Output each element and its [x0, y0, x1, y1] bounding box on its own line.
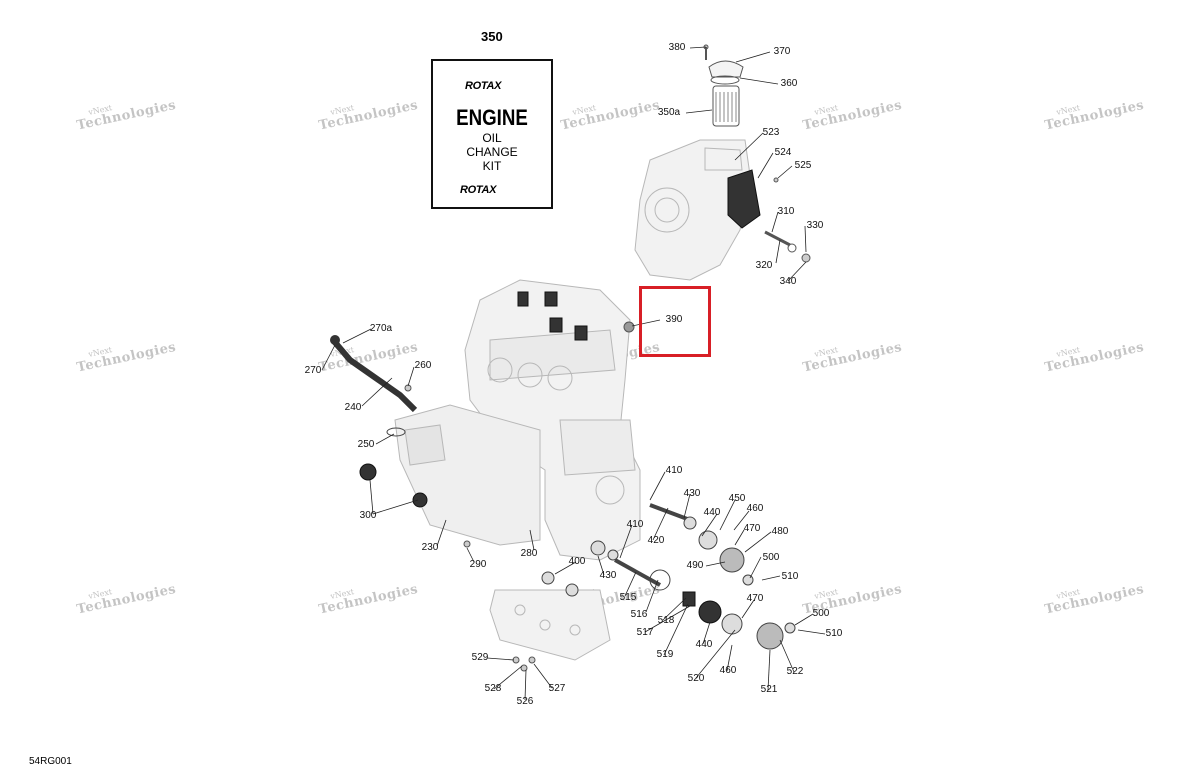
callout-240[interactable]: 240: [344, 402, 362, 413]
callout-480[interactable]: 480: [771, 526, 789, 537]
callout-450[interactable]: 450: [728, 493, 746, 504]
rotax-logo: ROTAX: [460, 184, 497, 196]
callout-529[interactable]: 529: [471, 652, 489, 663]
callout-523[interactable]: 523: [762, 127, 780, 138]
rotax-logo: ROTAX: [465, 80, 502, 92]
callout-516[interactable]: 516: [630, 609, 648, 620]
callout-300[interactable]: 300: [359, 510, 377, 521]
callout-430[interactable]: 430: [599, 570, 617, 581]
oil-change-kit-badge[interactable]: ROTAX ENGINE OIL CHANGE KIT ROTAX: [431, 59, 553, 209]
callout-410[interactable]: 410: [665, 465, 683, 476]
callout-320[interactable]: 320: [755, 260, 773, 271]
callout-524[interactable]: 524: [774, 147, 792, 158]
callout-520[interactable]: 520: [687, 673, 705, 684]
callout-260[interactable]: 260: [414, 360, 432, 371]
callout-230[interactable]: 230: [421, 542, 439, 553]
callout-400[interactable]: 400: [568, 556, 586, 567]
callout-515[interactable]: 515: [619, 592, 637, 603]
callout-527[interactable]: 527: [548, 683, 566, 694]
callout-440[interactable]: 440: [703, 507, 721, 518]
callout-430[interactable]: 430: [683, 488, 701, 499]
callout-350a[interactable]: 350a: [657, 107, 681, 118]
callout-460[interactable]: 460: [746, 503, 764, 514]
callout-510[interactable]: 510: [781, 571, 799, 582]
callout-500[interactable]: 500: [762, 552, 780, 563]
callout-380[interactable]: 380: [668, 42, 686, 53]
diagram-code: 54RG001: [29, 756, 72, 767]
callout-270a[interactable]: 270a: [369, 323, 393, 334]
callout-470[interactable]: 470: [743, 523, 761, 534]
callout-526[interactable]: 526: [516, 696, 534, 707]
callout-330[interactable]: 330: [806, 220, 824, 231]
callout-340[interactable]: 340: [779, 276, 797, 287]
callout-440[interactable]: 440: [695, 639, 713, 650]
callout-420[interactable]: 420: [647, 535, 665, 546]
kit-line-oil: OIL: [482, 131, 502, 145]
callout-521[interactable]: 521: [760, 684, 778, 695]
callout-370[interactable]: 370: [773, 46, 791, 57]
callout-470[interactable]: 470: [746, 593, 764, 604]
callout-518[interactable]: 518: [657, 615, 675, 626]
highlight-box-390: [639, 286, 711, 357]
callout-290[interactable]: 290: [469, 559, 487, 570]
kit-line-kit: KIT: [482, 159, 502, 173]
callout-270[interactable]: 270: [304, 365, 322, 376]
callout-525[interactable]: 525: [794, 160, 812, 171]
kit-line-engine: ENGINE: [456, 105, 528, 130]
callout-528[interactable]: 528: [484, 683, 502, 694]
callout-280[interactable]: 280: [520, 548, 538, 559]
callout-522[interactable]: 522: [786, 666, 804, 677]
callout-250[interactable]: 250: [357, 439, 375, 450]
callout-360[interactable]: 360: [780, 78, 798, 89]
callout-410[interactable]: 410: [626, 519, 644, 530]
callout-500[interactable]: 500: [812, 608, 830, 619]
kit-number: 350: [481, 29, 503, 44]
callout-517[interactable]: 517: [636, 627, 654, 638]
kit-line-change: CHANGE: [466, 145, 518, 159]
callout-390[interactable]: 390: [665, 314, 683, 325]
callout-490[interactable]: 490: [686, 560, 704, 571]
callout-510[interactable]: 510: [825, 628, 843, 639]
callout-519[interactable]: 519: [656, 649, 674, 660]
callout-460[interactable]: 460: [719, 665, 737, 676]
callout-310[interactable]: 310: [777, 206, 795, 217]
